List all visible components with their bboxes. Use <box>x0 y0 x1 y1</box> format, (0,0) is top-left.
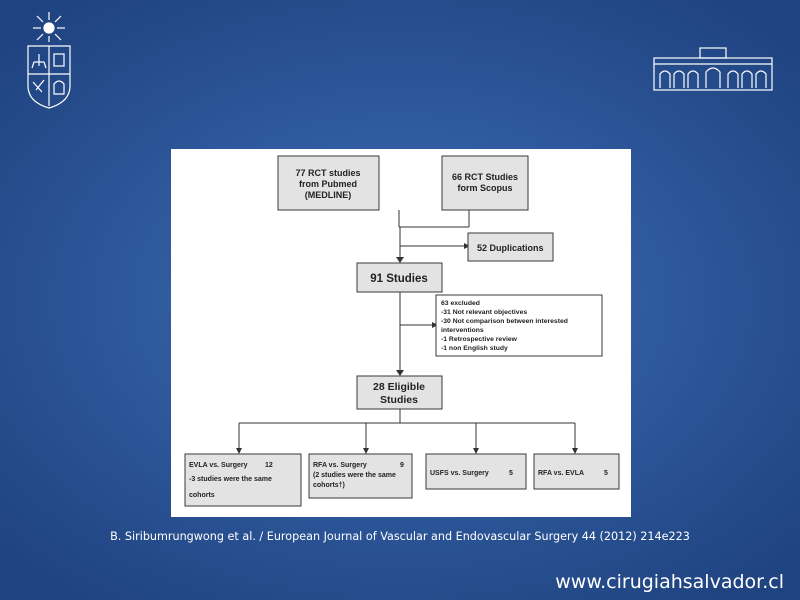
usfs-vs-surgery-box: USFS vs. Surgery 5 <box>425 453 527 490</box>
usfs-surgery-count: 5 <box>509 470 513 477</box>
duplications-label: 52 Duplications <box>477 243 544 253</box>
rfa-surgery-note-2: cohorts†) <box>313 482 345 489</box>
scopus-studies-box: 66 RCT Studies form Scopus <box>441 155 529 211</box>
pubmed-line-3: (MEDLINE) <box>305 190 352 200</box>
pubmed-studies-box: 77 RCT studies from Pubmed (MEDLINE) <box>277 155 380 211</box>
rfa-evla-title: RFA vs. EVLA <box>538 470 584 477</box>
scopus-line-1: 66 RCT Studies <box>452 172 518 182</box>
studies-91-box: 91 Studies <box>356 262 443 293</box>
website-link[interactable]: www.cirugiahsalvador.cl <box>555 571 784 593</box>
eligible-studies-box: 28 Eligible Studies <box>356 375 443 410</box>
pubmed-line-1: 77 RCT studies <box>295 168 360 178</box>
flowchart-canvas: 77 RCT studies from Pubmed (MEDLINE) 66 … <box>184 155 620 507</box>
excluded-line-5: -1 Retrospective review <box>441 336 518 343</box>
evla-vs-surgery-box: EVLA vs. Surgery 12 -3 studies were the … <box>184 453 302 507</box>
excluded-line-4: interventions <box>441 327 484 334</box>
rfa-surgery-note-1: (2 studies were the same <box>313 472 396 479</box>
excluded-line-3: -30 Not comparison between interested <box>441 318 568 325</box>
evla-surgery-title: EVLA vs. Surgery <box>189 462 248 469</box>
flowchart-figure: 77 RCT studies from Pubmed (MEDLINE) 66 … <box>171 149 631 517</box>
duplications-box: 52 Duplications <box>467 232 554 262</box>
usfs-surgery-title: USFS vs. Surgery <box>430 470 489 477</box>
excluded-box: 63 excluded -31 Not relevant objectives … <box>435 294 603 357</box>
excluded-line-6: -1 non English study <box>441 345 508 352</box>
eligible-line-1: 28 Eligible <box>373 381 425 393</box>
evla-surgery-count: 12 <box>265 462 273 469</box>
evla-surgery-note-2: cohorts <box>189 492 215 499</box>
flowchart-connectors <box>238 210 576 451</box>
hospital-building-logo <box>652 44 774 92</box>
rfa-vs-surgery-box: RFA vs. Surgery 9 (2 studies were the sa… <box>308 453 413 499</box>
evla-surgery-note-1: -3 studies were the same <box>189 476 272 483</box>
rfa-vs-evla-box: RFA vs. EVLA 5 <box>533 453 620 490</box>
rfa-evla-count: 5 <box>604 470 608 477</box>
excluded-line-1: 63 excluded <box>441 300 480 307</box>
excluded-line-2: -31 Not relevant objectives <box>441 309 527 316</box>
studies-91-label: 91 Studies <box>370 273 428 285</box>
rfa-surgery-count: 9 <box>400 462 404 469</box>
citation-text: B. Siribumrungwong et al. / European Jou… <box>110 530 690 543</box>
flowchart-arrowheads <box>236 243 578 454</box>
rfa-surgery-title: RFA vs. Surgery <box>313 462 367 469</box>
eligible-line-2: Studies <box>380 394 418 406</box>
scopus-line-2: form Scopus <box>457 183 512 193</box>
pubmed-line-2: from Pubmed <box>299 179 357 189</box>
university-seal-logo <box>22 10 76 110</box>
